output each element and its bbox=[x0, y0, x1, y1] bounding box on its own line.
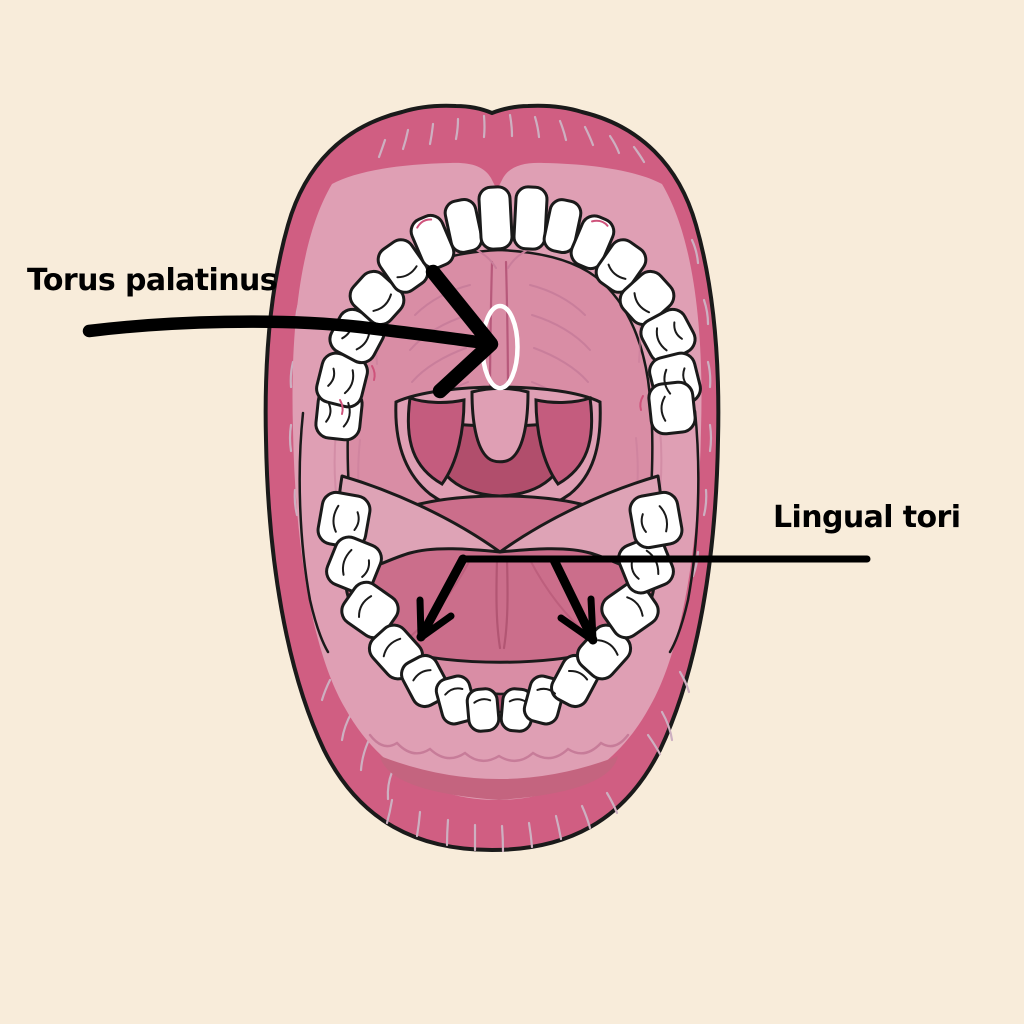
lingual-tori-label: Lingual tori bbox=[773, 500, 961, 535]
lower-teeth bbox=[316, 490, 684, 733]
right-arrow-head bbox=[587, 595, 597, 643]
tooth bbox=[409, 213, 456, 270]
arrow-head bbox=[425, 264, 499, 399]
torus-palatinus-label: Torus palatinus bbox=[27, 263, 278, 298]
lingual-tori-arrows bbox=[416, 554, 871, 645]
left-arrow-head bbox=[419, 612, 455, 640]
left-lip-boundary bbox=[298, 411, 330, 654]
upper-teeth-details bbox=[325, 218, 689, 428]
lower-gum-scallop-line bbox=[368, 733, 630, 762]
uvula bbox=[470, 386, 530, 464]
tooth bbox=[600, 580, 660, 640]
throat bbox=[394, 385, 602, 518]
arrow-shaft bbox=[82, 315, 484, 349]
tooth bbox=[325, 535, 383, 595]
tooth bbox=[465, 687, 501, 733]
tooth bbox=[542, 198, 583, 255]
left-arrow-line bbox=[416, 554, 468, 642]
right-palatine-arch bbox=[534, 395, 594, 486]
right-lip-boundary bbox=[668, 409, 700, 654]
tooth bbox=[443, 197, 484, 254]
tooth bbox=[512, 185, 549, 251]
tongue-median-sulcus bbox=[495, 558, 509, 650]
lower-lip-creases bbox=[320, 670, 691, 853]
tooth bbox=[594, 238, 648, 294]
tooth bbox=[647, 380, 697, 436]
torus-palatinus-arrow bbox=[82, 264, 499, 399]
lower-gum-shadow bbox=[380, 756, 618, 800]
right-arrow-line bbox=[549, 555, 598, 645]
tooth bbox=[569, 214, 616, 271]
right-arrow-head bbox=[557, 614, 595, 643]
tooth bbox=[477, 185, 514, 251]
tooth bbox=[628, 490, 684, 550]
upper-teeth bbox=[314, 185, 702, 442]
left-palatine-arch bbox=[406, 395, 466, 486]
upper-lip-creases bbox=[377, 113, 646, 164]
left-arrow-head bbox=[416, 596, 425, 640]
lower-teeth-details bbox=[332, 504, 669, 704]
